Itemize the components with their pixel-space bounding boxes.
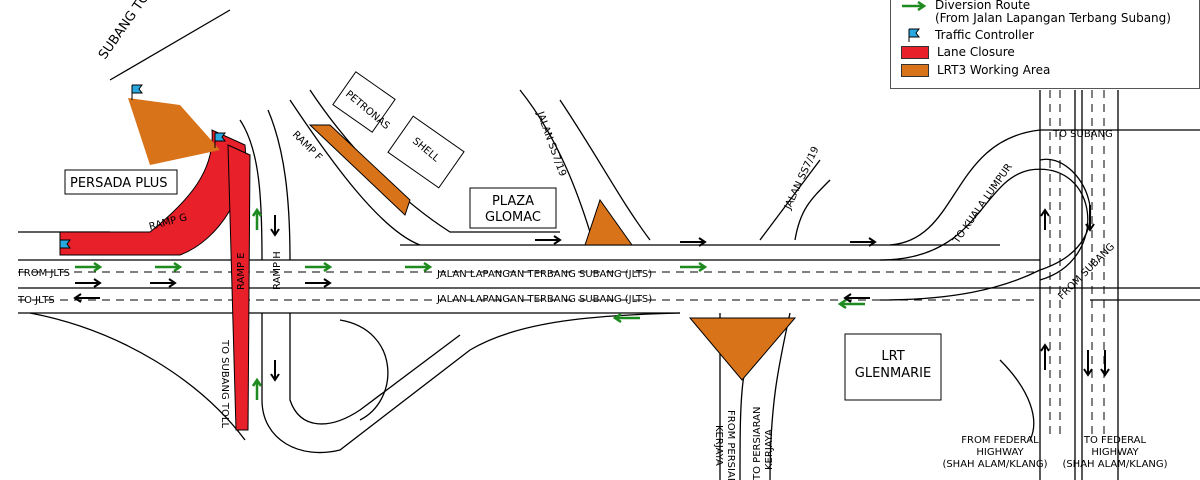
legend-item-closure: Lane Closure: [901, 46, 1015, 59]
blue-flag-icon: [214, 132, 226, 148]
to-kl-label: TO KUALA LUMPUR: [951, 162, 1015, 247]
to-federal-label-3: (SHAH ALAM/KLANG): [1062, 459, 1167, 470]
jlts-label-2: JALAN LAPANGAN TERBANG SUBANG (JLTS): [436, 294, 652, 305]
plaza-glomac-building: [469, 187, 557, 229]
blue-flag-icon: [908, 28, 920, 42]
lrt-label-2: GLENMARIE: [855, 366, 931, 381]
to-subang-label: TO SUBANG: [1052, 129, 1113, 140]
green-arrow-icon: [902, 0, 927, 11]
federal-highway: [1039, 90, 1119, 480]
blue-flag-icon: [59, 239, 71, 255]
persada-plus-label: PERSADA PLUS: [70, 176, 167, 191]
green-arrow-icon: [251, 207, 263, 230]
arrow-icon: [1040, 343, 1050, 370]
green-arrow-icon: [405, 261, 433, 273]
shell-building: [387, 115, 465, 189]
from-federal-label-3: (SHAH ALAM/KLANG): [942, 459, 1047, 470]
lrt-work-area-3: [584, 198, 633, 246]
map-legend: Diversion Route (From Jalan Lapangan Ter…: [890, 0, 1200, 89]
legend-label: LRT3 Working Area: [937, 63, 1051, 77]
from-jlts-label: FROM JLTS: [18, 268, 70, 279]
from-subang-label: FROM SUBANG: [1056, 241, 1117, 302]
arrow-icon: [75, 278, 102, 288]
arrow-icon: [305, 278, 332, 288]
legend-sublabel: (From Jalan Lapangan Terbang Subang): [935, 11, 1171, 25]
lane-closure-swatch: [901, 46, 929, 59]
arrow-icon: [680, 237, 707, 247]
lrt-work-area-4: [688, 317, 797, 381]
legend-item-diversion: Diversion Route: [901, 0, 1030, 12]
ss7-19-label-a: JALAN SS7/19: [534, 109, 568, 178]
subang-toll-label: SUBANG TOLL: [96, 0, 162, 62]
green-arrow-icon: [612, 312, 640, 324]
lrt-label-1: LRT: [881, 349, 904, 364]
lane-closure-ramp-e: [227, 144, 251, 431]
green-arrow-icon: [251, 377, 263, 400]
legend-item-controller: Traffic Controller: [901, 28, 1034, 42]
traffic-controller-flags: [59, 84, 226, 255]
ramp-h-label: RAMP H: [272, 251, 283, 290]
arrow-icon: [850, 237, 877, 247]
arrow-icon: [1085, 205, 1095, 232]
ramp-f-label: RAMP F: [290, 129, 324, 163]
arrow-icon: [1083, 350, 1093, 377]
plaza-glomac-label-1: PLAZA: [492, 194, 534, 209]
blue-flag-icon: [131, 84, 143, 100]
lane-closure-ramp-g: [59, 129, 247, 256]
legend-label: Traffic Controller: [935, 27, 1034, 42]
arrow-icon: [270, 360, 280, 382]
from-federal-label-1: FROM FEDERAL: [961, 435, 1039, 446]
arrow-icon: [535, 235, 562, 245]
petronas-building: [332, 71, 396, 133]
arrow-icon: [1040, 208, 1050, 230]
arrow-icon: [150, 278, 177, 288]
green-arrow-icon: [75, 261, 103, 273]
from-kerjaya-label-2: KERJAYA: [713, 425, 724, 466]
ss7-19-label-b: JALAN SS7/19: [782, 145, 821, 212]
lrt-work-area-2: [308, 124, 411, 216]
green-arrow-icon: [305, 261, 333, 273]
legend-sublabel-row: (From Jalan Lapangan Terbang Subang): [935, 12, 1171, 25]
arrow-icon: [270, 215, 280, 237]
arrow-icon: [1100, 350, 1110, 377]
lrt-work-area-1: [128, 98, 220, 165]
traffic-arrows: [73, 205, 1110, 400]
to-jlts-label: TO JLTS: [17, 295, 55, 306]
to-subang-toll-label: TO SUBANG TOLL: [219, 339, 230, 428]
persada-plus-building: [64, 169, 178, 195]
arrow-icon: [73, 293, 100, 303]
lrt-glenmarie-building: [844, 333, 942, 401]
legend-label: Lane Closure: [937, 45, 1015, 59]
arrow-icon: [843, 293, 870, 303]
green-arrow-icon: [837, 298, 865, 310]
to-federal-label-2: HIGHWAY: [1091, 447, 1139, 458]
ramps: [29, 9, 1200, 480]
lrt-work-swatch: [901, 64, 929, 77]
ramp-e-label: RAMP E: [236, 252, 247, 290]
from-federal-label-2: HIGHWAY: [976, 447, 1024, 458]
plaza-glomac-label-2: GLOMAC: [485, 210, 541, 225]
to-kerjaya-label-2: KERJAYA: [764, 429, 775, 470]
green-arrow-icon: [680, 261, 708, 273]
green-arrow-icon: [155, 261, 183, 273]
to-kerjaya-label-1: TO PERSIARAN: [752, 407, 763, 480]
from-kerjaya-label-1: FROM PERSIARAN: [725, 410, 736, 480]
jlts-label-1: JALAN LAPANGAN TERBANG SUBANG (JLTS): [436, 269, 652, 280]
to-federal-label-1: TO FEDERAL: [1083, 435, 1147, 446]
legend-item-lrt: LRT3 Working Area: [901, 64, 1050, 77]
legend-label: Diversion Route: [935, 0, 1031, 12]
